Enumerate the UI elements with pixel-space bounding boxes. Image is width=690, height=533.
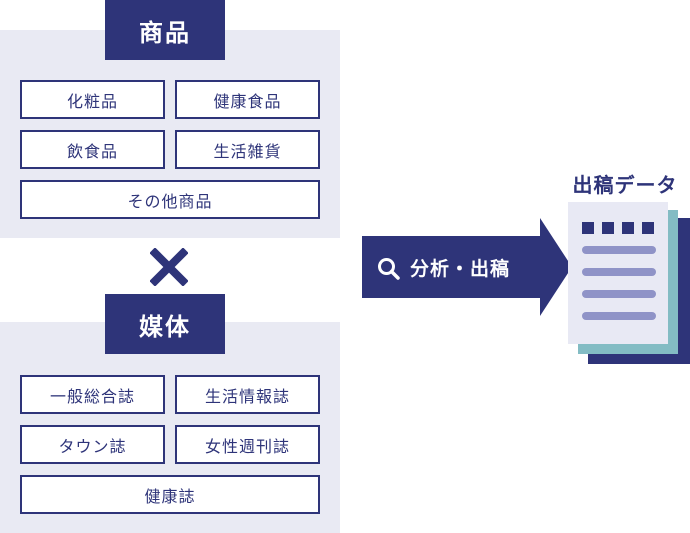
output-title: 出稿データ <box>572 172 678 197</box>
media-chip-lifestyle-magazine: 生活情報誌 <box>175 375 320 414</box>
product-chip-food-drink: 飲食品 <box>20 130 165 169</box>
product-chip-other: その他商品 <box>20 180 320 219</box>
media-chip-health-magazine: 健康誌 <box>20 475 320 514</box>
process-label: 分析・出稿 <box>410 257 511 280</box>
process-arrow <box>362 218 572 316</box>
media-chip-general-magazine: 一般総合誌 <box>20 375 165 414</box>
product-chip-household: 生活雑貨 <box>175 130 320 169</box>
media-chip-town-magazine: タウン誌 <box>20 425 165 464</box>
times-icon <box>150 248 188 286</box>
search-icon <box>378 258 400 280</box>
media-title: 媒体 <box>105 294 225 354</box>
products-title: 商品 <box>105 0 225 60</box>
document-stack-icon <box>568 202 690 364</box>
media-chip-womens-weekly: 女性週刊誌 <box>175 425 320 464</box>
product-chip-cosmetics: 化粧品 <box>20 80 165 119</box>
product-chip-health-food: 健康食品 <box>175 80 320 119</box>
